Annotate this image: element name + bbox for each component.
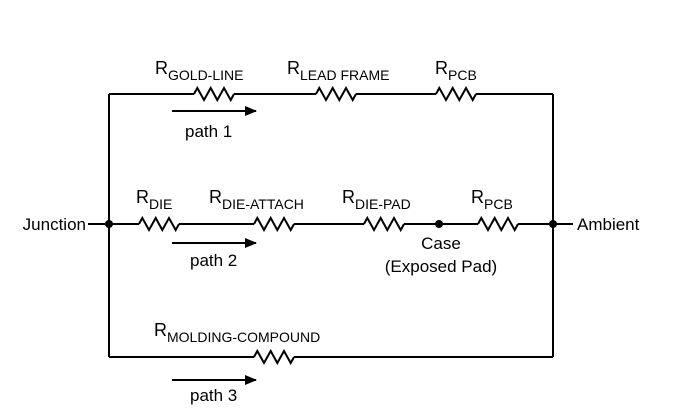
path3-label: path 3 (190, 386, 237, 405)
resistor-die-attach-symbol (253, 215, 295, 233)
junction-label: Junction (23, 215, 86, 234)
label-r-pcb-top: RPCB (435, 58, 477, 83)
resistor-molding-compound-symbol (253, 348, 295, 366)
label-r-die-attach: RDIE-ATTACH (209, 187, 304, 212)
path2-label: path 2 (190, 251, 237, 270)
label-r-die: RDIE (136, 187, 172, 212)
path1-label: path 1 (185, 122, 232, 141)
junction-node-dot (105, 220, 113, 228)
case-node-dot (435, 220, 443, 228)
resistor-lead-frame-symbol (315, 85, 357, 103)
exposed-pad-label: (Exposed Pad) (385, 257, 497, 276)
label-r-pcb-mid: RPCB (471, 187, 513, 212)
ambient-node-dot (549, 220, 557, 228)
label-r-molding-compound: RMOLDING-COMPOUND (154, 320, 320, 345)
resistor-pcb-top-symbol (435, 85, 477, 103)
label-r-die-pad: RDIE-PAD (342, 187, 411, 212)
label-r-gold-line: RGOLD-LINE (155, 58, 243, 83)
ambient-label: Ambient (577, 215, 640, 234)
resistor-die-pad-symbol (363, 215, 405, 233)
resistor-gold-line-symbol (193, 85, 235, 103)
resistor-die-symbol (138, 215, 180, 233)
label-r-lead-frame: RLEAD FRAME (287, 58, 389, 83)
case-label: Case (421, 234, 461, 253)
resistor-pcb-mid-symbol (477, 215, 519, 233)
